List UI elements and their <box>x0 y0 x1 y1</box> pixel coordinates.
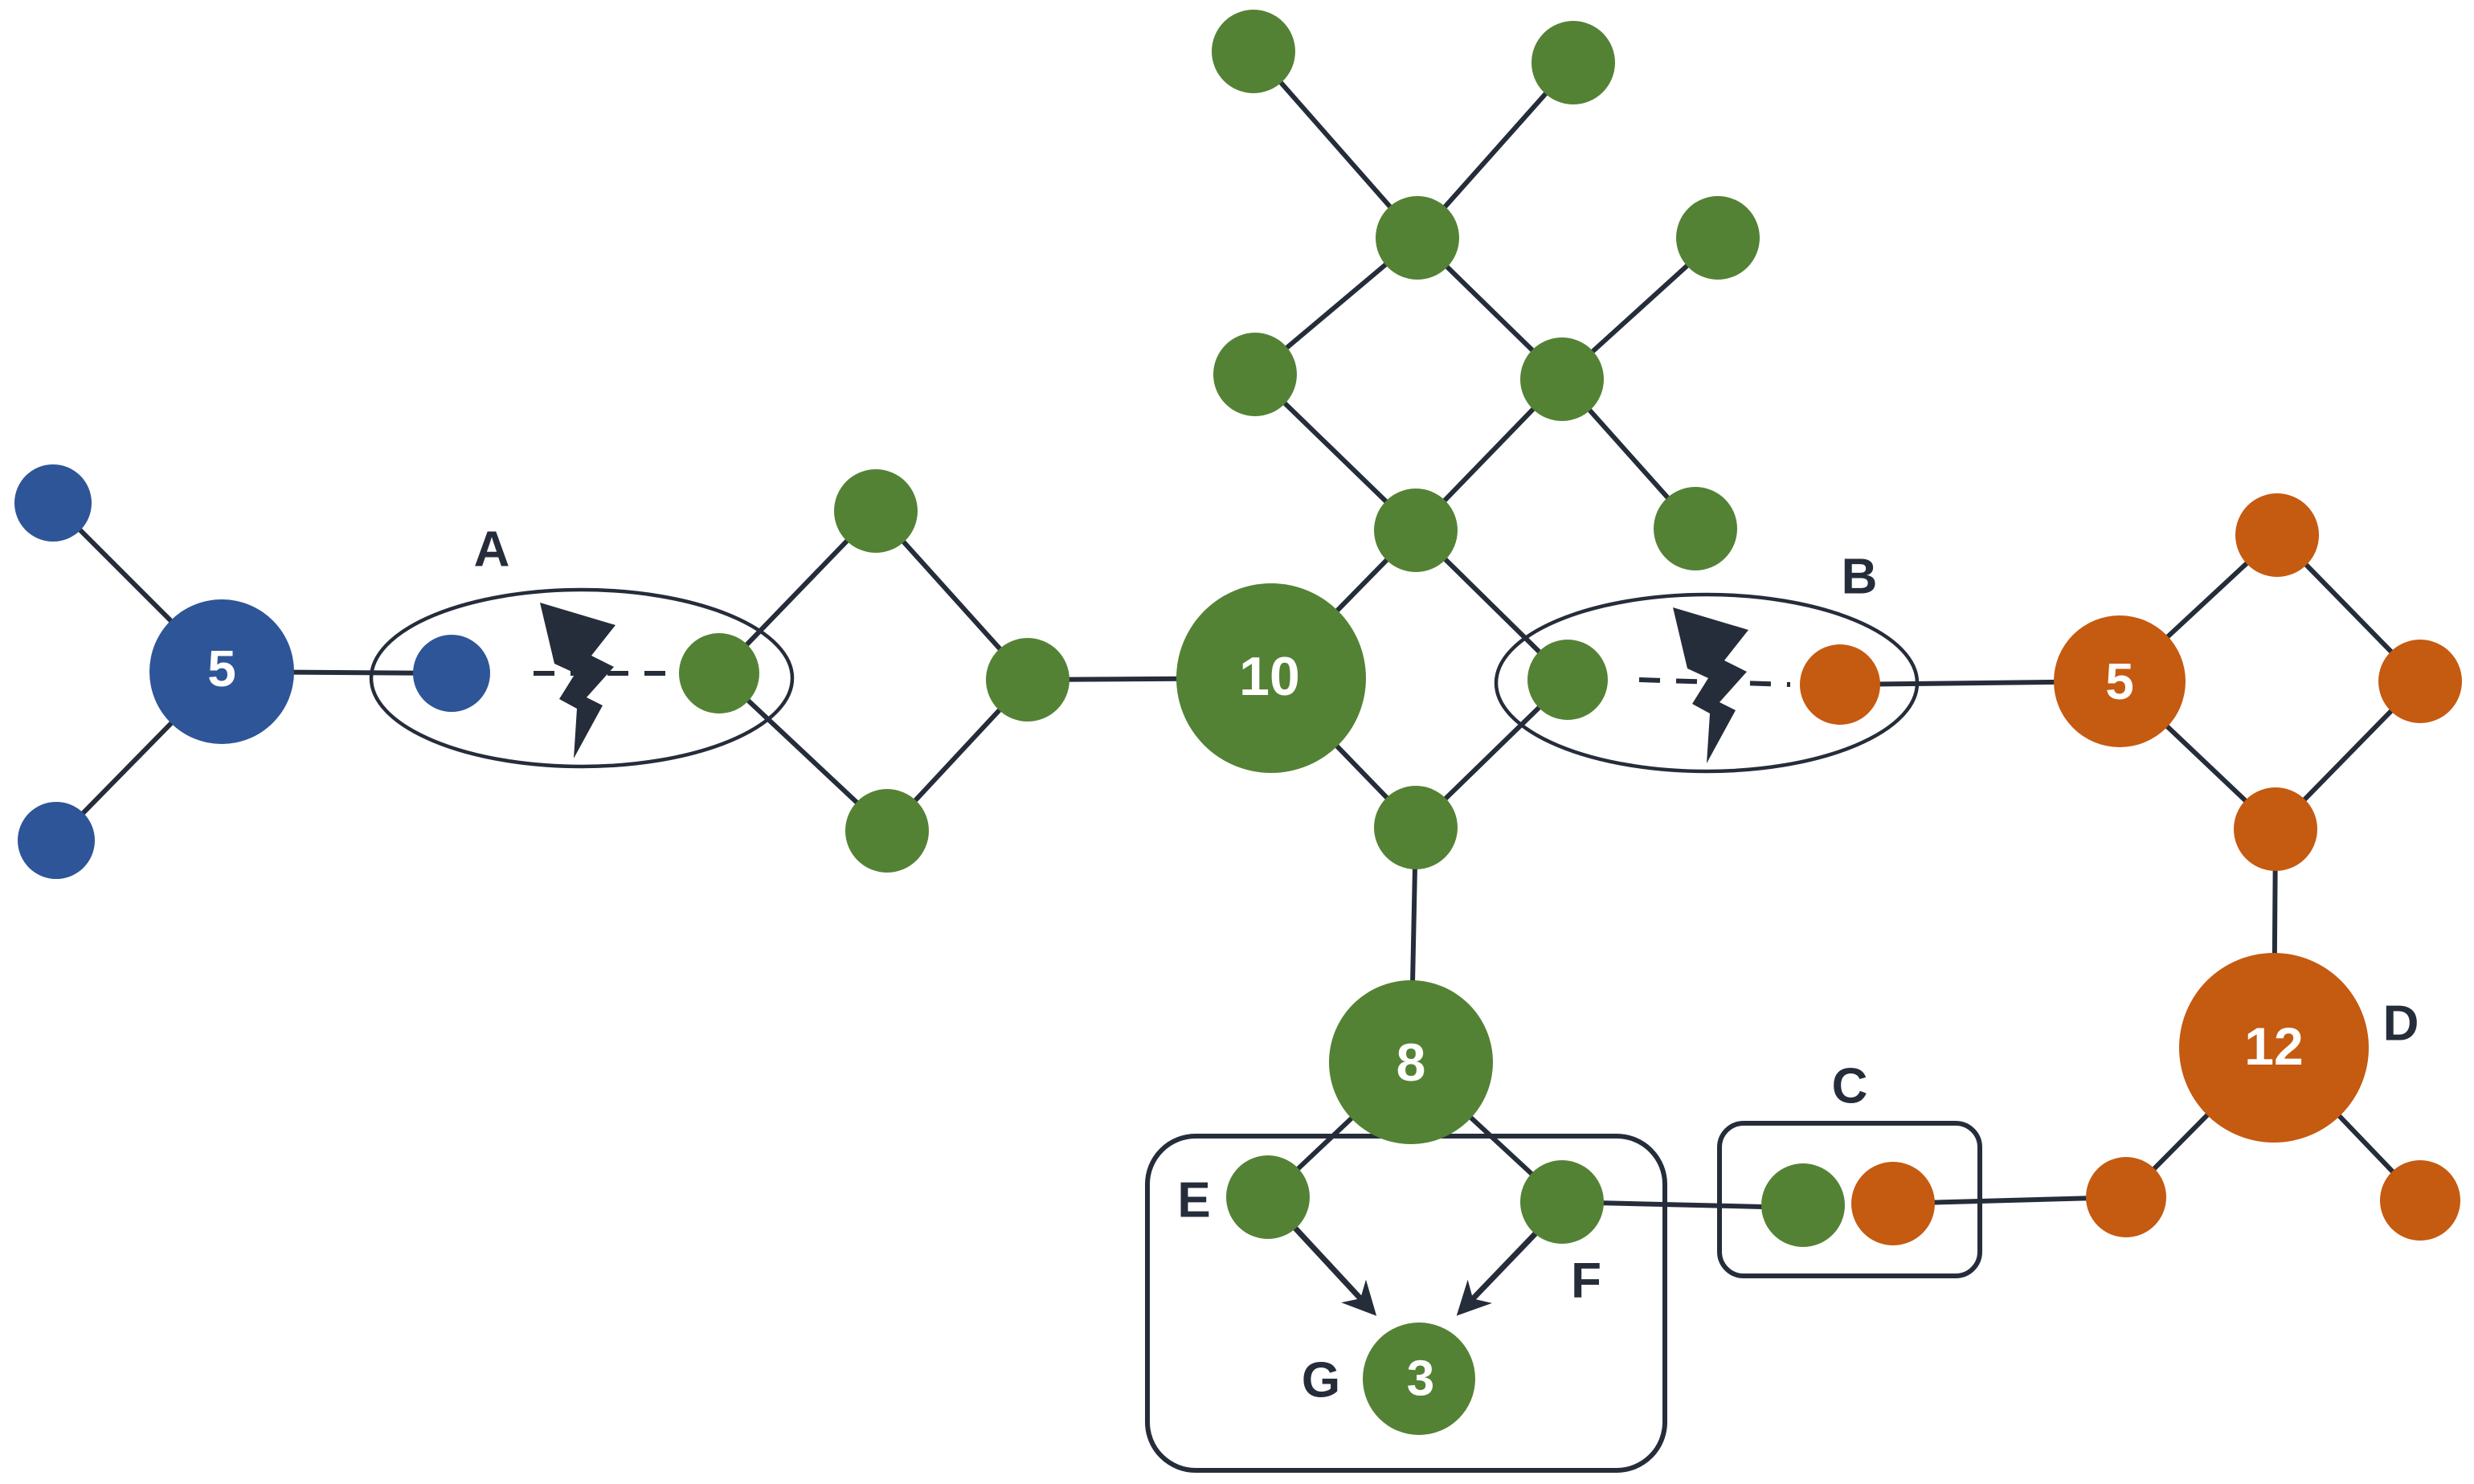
node-green <box>679 633 759 713</box>
node-green <box>1376 196 1459 280</box>
node-green-f <box>1520 1160 1604 1244</box>
group-letters: A B C D E F G <box>474 522 2419 1408</box>
node-green <box>1676 196 1760 280</box>
node-label-blue-hub: 5 <box>207 640 236 697</box>
node-green <box>1531 21 1615 104</box>
node-orange-ring <box>2054 615 2186 747</box>
node-orange <box>2234 787 2317 871</box>
node-green <box>986 638 1069 722</box>
node-orange <box>2378 640 2462 723</box>
groupings <box>369 587 1982 1473</box>
group-b-ellipse <box>1494 592 1920 774</box>
node-green <box>1213 333 1297 416</box>
node-blue <box>413 635 490 712</box>
node-blue <box>14 464 92 542</box>
group-a-ellipse <box>369 587 795 769</box>
arrow-e-to-g <box>1286 1219 1377 1316</box>
node-label-orange-d: 12 <box>2244 1016 2303 1076</box>
node-orange <box>1800 644 1880 725</box>
group-c-box <box>1717 1121 1982 1278</box>
arrow-f-to-g <box>1456 1227 1542 1316</box>
node-label-green-lower: 8 <box>1396 1032 1426 1092</box>
label-c: C <box>1832 1059 1868 1114</box>
node-green <box>1527 640 1608 720</box>
node-green <box>1761 1163 1845 1247</box>
nodes <box>14 10 2462 1435</box>
node-orange <box>2235 493 2319 577</box>
node-green <box>1374 786 1458 869</box>
node-green <box>834 469 918 553</box>
node-label-green-center: 10 <box>1239 646 1300 707</box>
label-d: D <box>2383 996 2419 1052</box>
node-green <box>1212 10 1295 93</box>
node-green-e <box>1226 1155 1310 1239</box>
label-b: B <box>1842 550 1878 605</box>
node-blue <box>18 802 95 879</box>
node-labels: 5 10 8 3 5 12 <box>207 640 2304 1407</box>
node-green <box>1654 487 1737 570</box>
lightning-bolt-icon <box>540 603 615 758</box>
label-g: G <box>1302 1353 1340 1408</box>
node-orange <box>2380 1160 2460 1241</box>
node-label-green-g: 3 <box>1407 1351 1434 1407</box>
label-a: A <box>474 522 510 578</box>
node-orange <box>2086 1157 2166 1237</box>
node-label-orange-ring: 5 <box>2105 652 2134 710</box>
node-green-g <box>1363 1323 1475 1435</box>
node-green <box>1374 489 1458 572</box>
node-green-center <box>1176 583 1366 773</box>
node-green <box>845 789 929 873</box>
node-green-lower <box>1329 980 1493 1144</box>
lightning-bolt-icon <box>1673 607 1748 763</box>
node-green <box>1520 337 1604 421</box>
label-f: F <box>1571 1253 1601 1309</box>
node-orange-d <box>2179 953 2369 1143</box>
node-blue-hub <box>149 599 294 744</box>
node-orange <box>1851 1162 1935 1245</box>
label-e: E <box>1177 1173 1210 1228</box>
